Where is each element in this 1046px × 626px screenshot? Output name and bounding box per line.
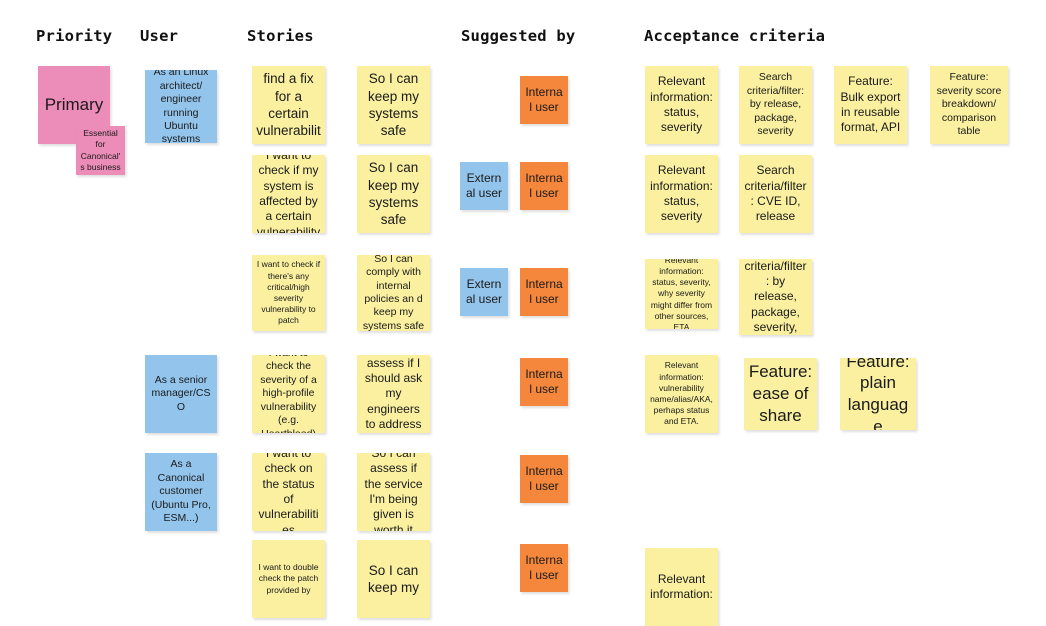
sticky-note-text: Internal user [525, 276, 563, 306]
sticky-note-text: Internal user [525, 366, 563, 396]
sticky-note-ac-4-a[interactable]: Relevant information: vulnerability name… [645, 355, 718, 433]
sticky-note-text: I want to check if there's any critical/… [256, 259, 321, 326]
sticky-note-text: I want to check if my system is affected… [256, 155, 321, 233]
sticky-note-suggested-external-2[interactable]: External user [460, 162, 508, 210]
sticky-note-text: Primary [44, 95, 104, 115]
sticky-note-ac-1-d[interactable]: Feature: severity score breakdown/ compa… [930, 66, 1008, 144]
column-header-user: User [140, 27, 179, 45]
sticky-note-text: Feature: Bulk export in reusable format,… [840, 74, 901, 135]
sticky-note-story-5[interactable]: I want to check on the status of vulnera… [252, 453, 325, 531]
sticky-note-text: Search criteria/filter: CVE ID, release [744, 163, 807, 224]
sticky-note-ac-1-a[interactable]: Relevant information: status, severity [645, 66, 718, 144]
sticky-note-ac-4-c[interactable]: Feature: plain language [840, 358, 916, 430]
sticky-note-benefit-6[interactable]: So I can keep my [357, 540, 430, 618]
sticky-note-text: Relevant information: status, severity [650, 74, 713, 135]
sticky-note-benefit-4[interactable]: So I can assess if I should ask my engin… [357, 355, 430, 433]
sticky-note-story-3[interactable]: I want to check if there's any critical/… [252, 255, 325, 331]
sticky-note-story-4[interactable]: I want to check the severity of a high-p… [252, 355, 325, 433]
sticky-note-text: I want to check on the status of vulnera… [258, 453, 319, 531]
sticky-note-text: As a Canonical customer (Ubuntu Pro, ESM… [151, 458, 211, 525]
sticky-note-text: Search criteria/filter: by release, pack… [746, 71, 805, 138]
sticky-note-benefit-2[interactable]: So I can keep my systems safe [357, 155, 430, 233]
sticky-note-text: Relevant information: [650, 571, 713, 601]
sticky-note-user-1[interactable]: As an Linux architect/ engineer running … [145, 70, 217, 143]
sticky-note-suggested-internal-1[interactable]: Internal user [520, 76, 568, 124]
sticky-note-text: External user [465, 170, 503, 200]
sticky-note-text: Relevant information: vulnerability name… [650, 360, 713, 427]
sticky-note-ac-1-c[interactable]: Feature: Bulk export in reusable format,… [834, 66, 907, 144]
sticky-note-text: So I can keep my systems safe [367, 160, 420, 228]
sticky-note-story-1[interactable]: I want to find a fix for a certain vulne… [252, 66, 325, 144]
sticky-note-text: So I can keep my systems safe [367, 71, 420, 139]
sticky-note-text: Internal user [525, 84, 563, 114]
sticky-note-priority-primary[interactable]: Primary [38, 66, 110, 144]
sticky-note-ac-2-b[interactable]: Search criteria/filter: CVE ID, release [739, 155, 812, 233]
sticky-note-priority-primary-detail[interactable]: Essential for Canonical's business [76, 126, 125, 175]
sticky-note-ac-2-a[interactable]: Relevant information: status, severity [645, 155, 718, 233]
column-header-priority: Priority [36, 27, 113, 45]
sticky-note-text: Internal user [525, 463, 563, 493]
sticky-note-suggested-internal-4[interactable]: Internal user [520, 358, 568, 406]
sticky-note-ac-4-b[interactable]: Feature: ease of share [744, 358, 817, 430]
sticky-note-text: Feature: plain language [846, 358, 910, 430]
sticky-note-story-2[interactable]: I want to check if my system is affected… [252, 155, 325, 233]
sticky-note-text: Relevant information: status, severity, … [650, 259, 713, 329]
sticky-note-benefit-3[interactable]: So I can comply with internal policies a… [357, 255, 430, 331]
sticky-note-text: So I can comply with internal policies a… [362, 255, 425, 331]
sticky-note-suggested-internal-2[interactable]: Internal user [520, 162, 568, 210]
sticky-note-text: Essential for Canonical's business [80, 128, 121, 172]
sticky-note-text: I want to check the severity of a high-p… [260, 355, 317, 433]
sticky-note-ac-3-b[interactable]: Search criteria/filter: by release, pack… [739, 259, 812, 335]
sticky-note-text: Internal user [525, 552, 563, 582]
sticky-note-text: As a senior manager/CSO [151, 373, 211, 413]
column-header-acceptance-criteria: Acceptance criteria [644, 27, 826, 45]
sticky-note-text: Search criteria/filter: by release, pack… [744, 259, 807, 335]
user-story-map-board: Priority User Stories Suggested by Acceptanc… [36, 27, 1008, 626]
sticky-note-ac-6-a[interactable]: Relevant information: [645, 548, 718, 626]
sticky-note-text: External user [465, 276, 503, 306]
sticky-note-text: So I can assess if the service I'm being… [364, 453, 423, 531]
sticky-note-text: Feature: ease of share [748, 362, 813, 425]
column-header-suggested-by: Suggested by [461, 27, 576, 45]
sticky-note-ac-3-a[interactable]: Relevant information: status, severity, … [645, 259, 718, 329]
sticky-note-ac-1-b[interactable]: Search criteria/filter: by release, pack… [739, 66, 812, 144]
sticky-note-suggested-internal-5[interactable]: Internal user [520, 455, 568, 503]
sticky-note-text: I want to double check the patch provide… [258, 562, 319, 595]
column-header-stories: Stories [247, 27, 314, 45]
sticky-note-text: Internal user [525, 170, 563, 200]
sticky-note-suggested-external-3[interactable]: External user [460, 268, 508, 316]
sticky-note-text: So I can assess if I should ask my engin… [364, 355, 423, 433]
sticky-note-text: I want to find a fix for a certain vulne… [256, 66, 321, 144]
sticky-note-benefit-1[interactable]: So I can keep my systems safe [357, 66, 430, 144]
sticky-note-suggested-internal-3[interactable]: Internal user [520, 268, 568, 316]
sticky-note-text: Feature: severity score breakdown/ compa… [936, 71, 1002, 138]
sticky-note-text: Relevant information: status, severity [650, 163, 713, 224]
sticky-note-suggested-internal-6[interactable]: Internal user [520, 544, 568, 592]
sticky-note-user-5[interactable]: As a Canonical customer (Ubuntu Pro, ESM… [145, 453, 217, 531]
sticky-note-text: So I can keep my [367, 562, 420, 595]
sticky-note-benefit-5[interactable]: So I can assess if the service I'm being… [357, 453, 430, 531]
sticky-note-text: As an Linux architect/ engineer running … [153, 70, 209, 143]
sticky-note-story-6[interactable]: I want to double check the patch provide… [252, 540, 325, 618]
sticky-note-user-4[interactable]: As a senior manager/CSO [145, 355, 217, 433]
